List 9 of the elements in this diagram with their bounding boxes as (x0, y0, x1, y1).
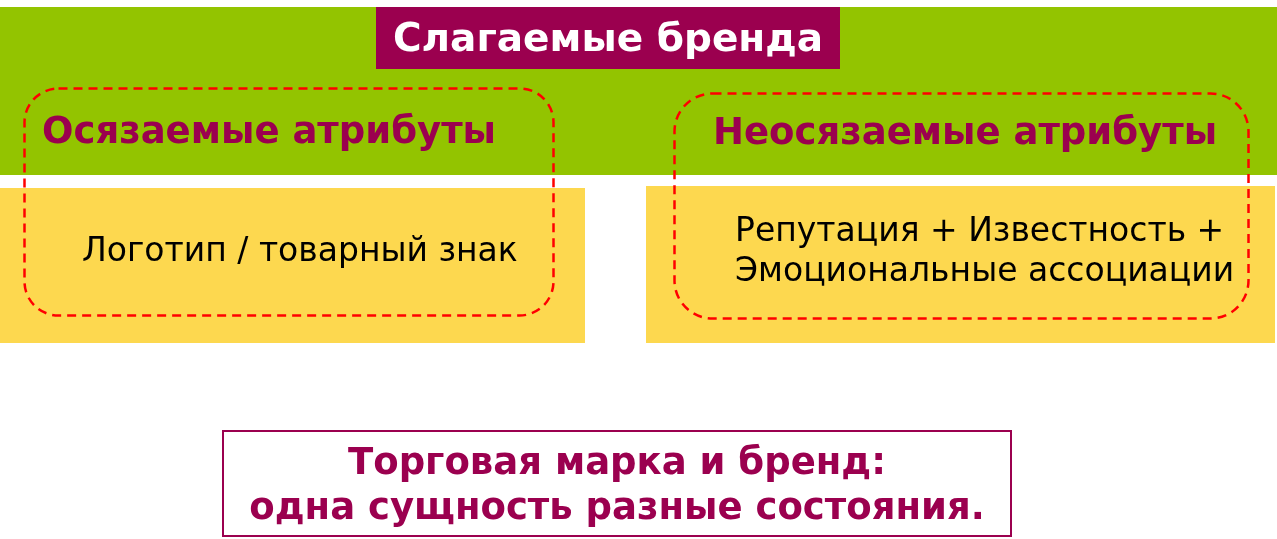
summary-text: Торговая марка и бренд: одна сущность разные состояния. (248, 439, 986, 529)
title-banner: Слагаемые бренда (376, 7, 840, 69)
attribute-text: Логотип / товарный знак (82, 230, 519, 270)
dashed-rounded-frame (23, 87, 555, 317)
dashed-rounded-frame (673, 92, 1250, 320)
summary-box (222, 430, 1012, 537)
section-heading: Осязаемые атрибуты (42, 109, 498, 153)
section-heading: Неосязаемые атрибуты (713, 110, 1219, 154)
attribute-text: Репутация + Известность + Эмоциональные ассоциации (735, 210, 1236, 290)
